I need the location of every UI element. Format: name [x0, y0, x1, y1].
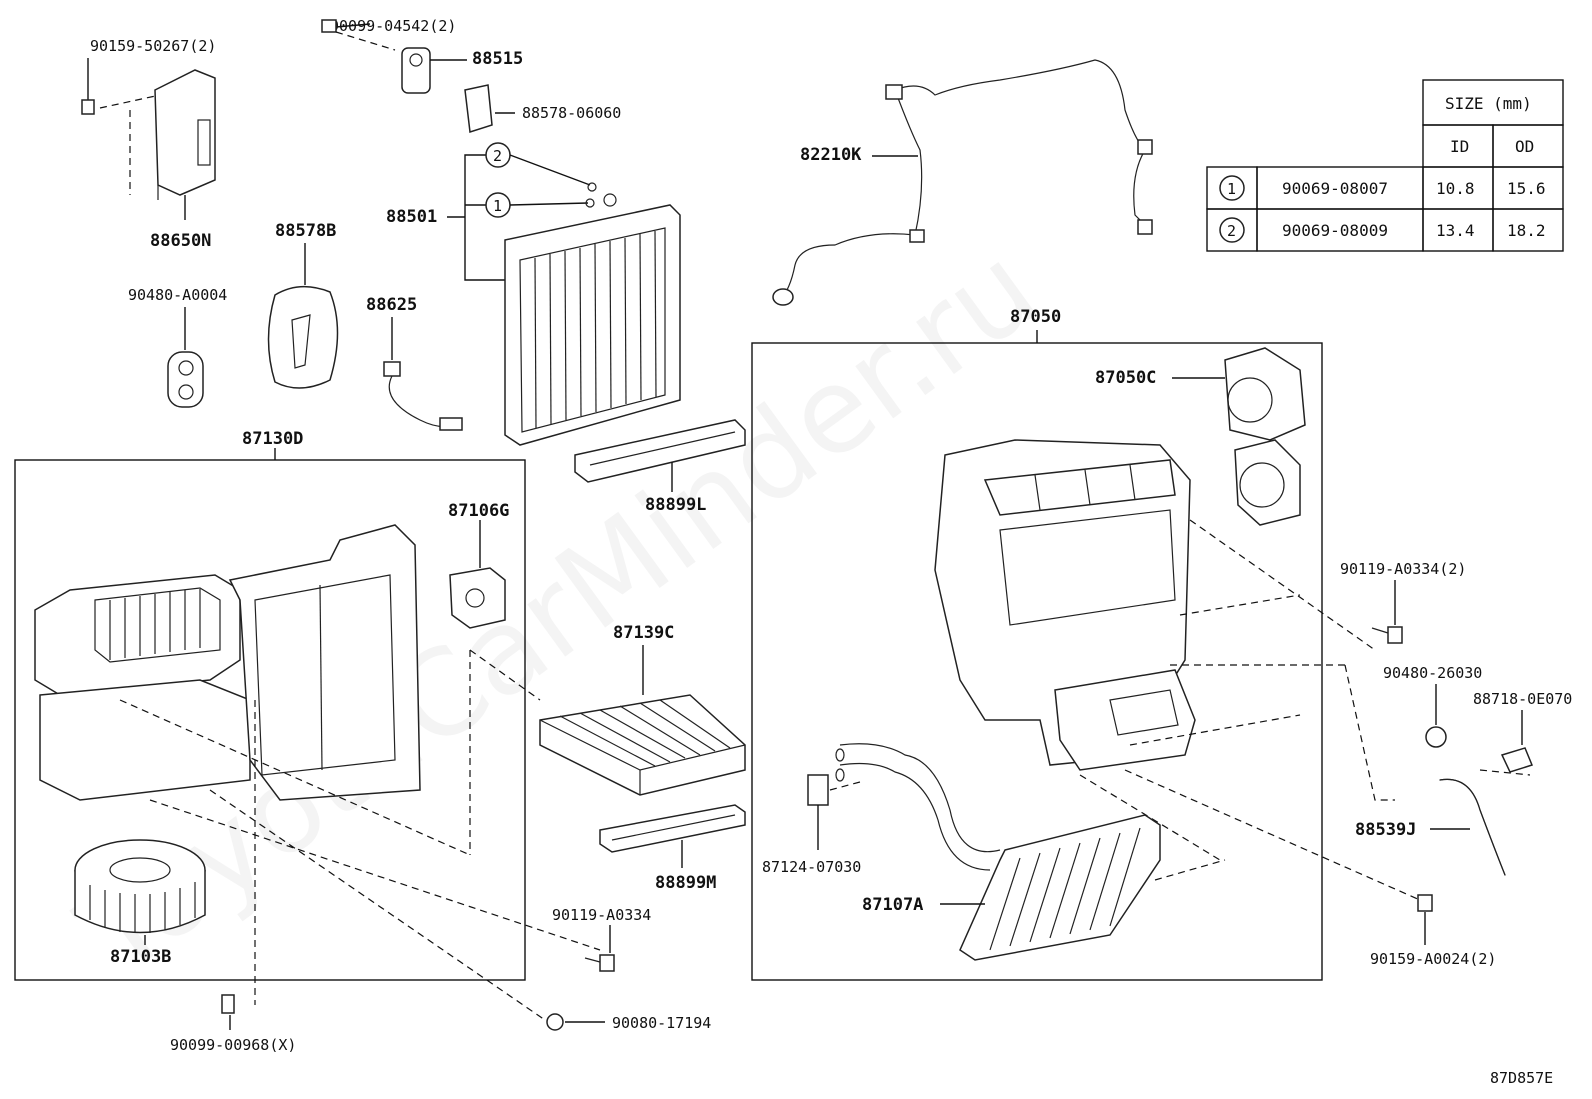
label-88501[interactable]: 88501 [386, 207, 437, 227]
label-90080-17194[interactable]: 90080-17194 [612, 1014, 711, 1032]
heater-core-87107a-drawing [835, 743, 1161, 961]
evaporator-88501-drawing [504, 193, 681, 446]
filter-87139c-drawing [539, 694, 746, 796]
valve-88515-drawing [401, 47, 431, 94]
table-row1-od: 15.6 [1507, 179, 1546, 198]
seal-88899m-drawing [599, 804, 746, 853]
actuator-87106g-drawing [449, 567, 506, 629]
label-90159-a0024[interactable]: 90159-A0024(2) [1370, 950, 1496, 968]
label-88899m[interactable]: 88899M [655, 873, 716, 893]
clip-87124-07030-drawing [807, 774, 829, 806]
bolt-90119-a0334-2-drawing [1371, 626, 1403, 644]
group-box-87130d [14, 459, 526, 981]
bolt-90099-00968-drawing [221, 994, 235, 1014]
label-87050[interactable]: 87050 [1010, 307, 1061, 327]
label-87050c[interactable]: 87050C [1095, 368, 1156, 388]
drain-hose-88539j-drawing [1439, 778, 1506, 876]
size-table-header: SIZE (mm) [1445, 94, 1532, 113]
label-87139c[interactable]: 87139C [613, 623, 674, 643]
table-row1-ref: 1 [1227, 180, 1236, 198]
seal-88899l-drawing [574, 419, 746, 483]
label-88625[interactable]: 88625 [366, 295, 417, 315]
group-box-87050 [751, 342, 1323, 981]
sensor-88625-drawing [383, 361, 463, 431]
label-90119-a0334-2[interactable]: 90119-A0334(2) [1340, 560, 1466, 578]
label-90099-04542[interactable]: 90099-04542(2) [330, 17, 456, 35]
label-87130d[interactable]: 87130D [242, 429, 303, 449]
bolt-90119-a0334-drawing [584, 954, 615, 972]
label-88515[interactable]: 88515 [472, 49, 523, 69]
callout-2-text: 2 [493, 147, 502, 165]
table-row2-od: 18.2 [1507, 221, 1546, 240]
table-callout-1 [1219, 175, 1245, 201]
label-88539j[interactable]: 88539J [1355, 820, 1416, 840]
size-table-col-od: OD [1515, 137, 1534, 156]
callout-1-text: 1 [493, 197, 502, 215]
clamp-88718-0e070-drawing [1500, 747, 1534, 773]
label-87124-07030[interactable]: 87124-07030 [762, 858, 861, 876]
nut-90080-17194-drawing [546, 1013, 564, 1031]
servo-87050c-drawing [1224, 347, 1306, 526]
label-87103b[interactable]: 87103B [110, 947, 171, 967]
label-90119-a0334[interactable]: 90119-A0334 [552, 906, 651, 924]
size-table [1206, 79, 1564, 252]
table-row1-part[interactable]: 90069-08007 [1282, 179, 1388, 198]
grommet-90480-a0004-drawing [167, 351, 204, 408]
diagram-code: 87D857E [1490, 1069, 1553, 1087]
grommet-90480-26030-drawing [1425, 726, 1447, 748]
label-90480-26030[interactable]: 90480-26030 [1383, 664, 1482, 682]
blower-housing-drawing [34, 524, 421, 801]
label-88718-0e070[interactable]: 88718-0E070 [1473, 690, 1572, 708]
label-90099-00968[interactable]: 90099-00968(X) [170, 1036, 296, 1054]
label-90159-50267[interactable]: 90159-50267(2) [90, 37, 216, 55]
amplifier-88650n-drawing [154, 69, 216, 200]
seal-88578b-drawing [267, 286, 339, 389]
label-88650n[interactable]: 88650N [150, 231, 211, 251]
label-82210k[interactable]: 82210K [800, 145, 862, 165]
harness-82210k-drawing [772, 59, 1153, 306]
blower-motor-drawing [74, 839, 206, 934]
label-90480-a0004[interactable]: 90480-A0004 [128, 286, 227, 304]
table-row2-ref: 2 [1227, 222, 1236, 240]
bolt-90159-50267-drawing [81, 99, 95, 115]
label-87107a[interactable]: 87107A [862, 895, 923, 915]
label-88899l[interactable]: 88899L [645, 495, 706, 515]
insulator-88578-06060-drawing [464, 84, 493, 133]
table-row1-id: 10.8 [1436, 179, 1475, 198]
bolt-90159-a0024-drawing [1417, 894, 1433, 912]
table-row2-part[interactable]: 90069-08009 [1282, 221, 1388, 240]
size-table-col-id: ID [1450, 137, 1469, 156]
heater-case-drawing [934, 439, 1196, 771]
table-row2-id: 13.4 [1436, 221, 1475, 240]
label-88578b[interactable]: 88578B [275, 221, 336, 241]
table-callout-2 [1219, 217, 1245, 243]
label-87106g[interactable]: 87106G [448, 501, 509, 521]
bolt-90099-04542-drawing [321, 19, 337, 33]
label-88578-06060[interactable]: 88578-06060 [522, 104, 621, 122]
